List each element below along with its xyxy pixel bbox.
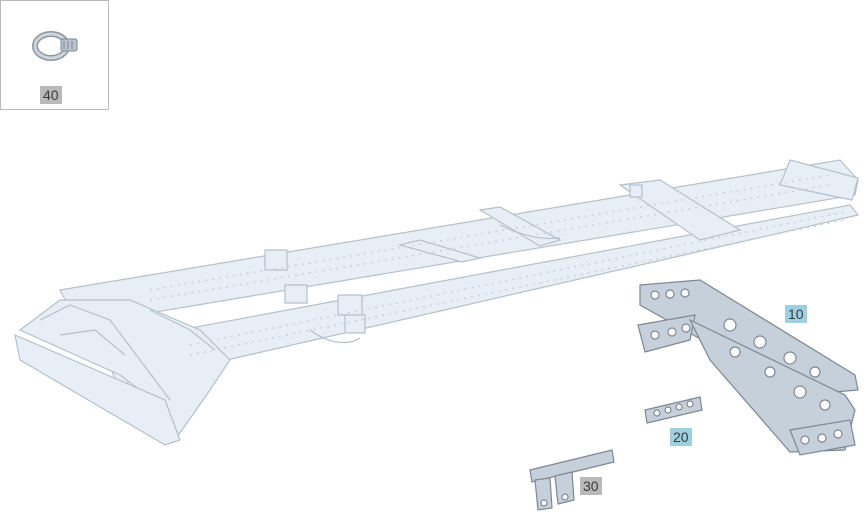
part-20-strip-plate: [644, 396, 703, 424]
part-30-small-bracket: [529, 449, 615, 511]
callout-10[interactable]: 10: [785, 305, 807, 323]
callout-40[interactable]: 40: [40, 86, 62, 104]
callout-20[interactable]: 20: [670, 428, 692, 446]
frame-perforations: [149, 174, 846, 356]
callout-30[interactable]: 30: [580, 477, 602, 495]
part-10-bracket: [637, 279, 859, 456]
hose-clamp-icon: [32, 31, 78, 61]
inset-box-part-40: 40: [0, 0, 109, 110]
chassis-frame: [14, 159, 860, 446]
